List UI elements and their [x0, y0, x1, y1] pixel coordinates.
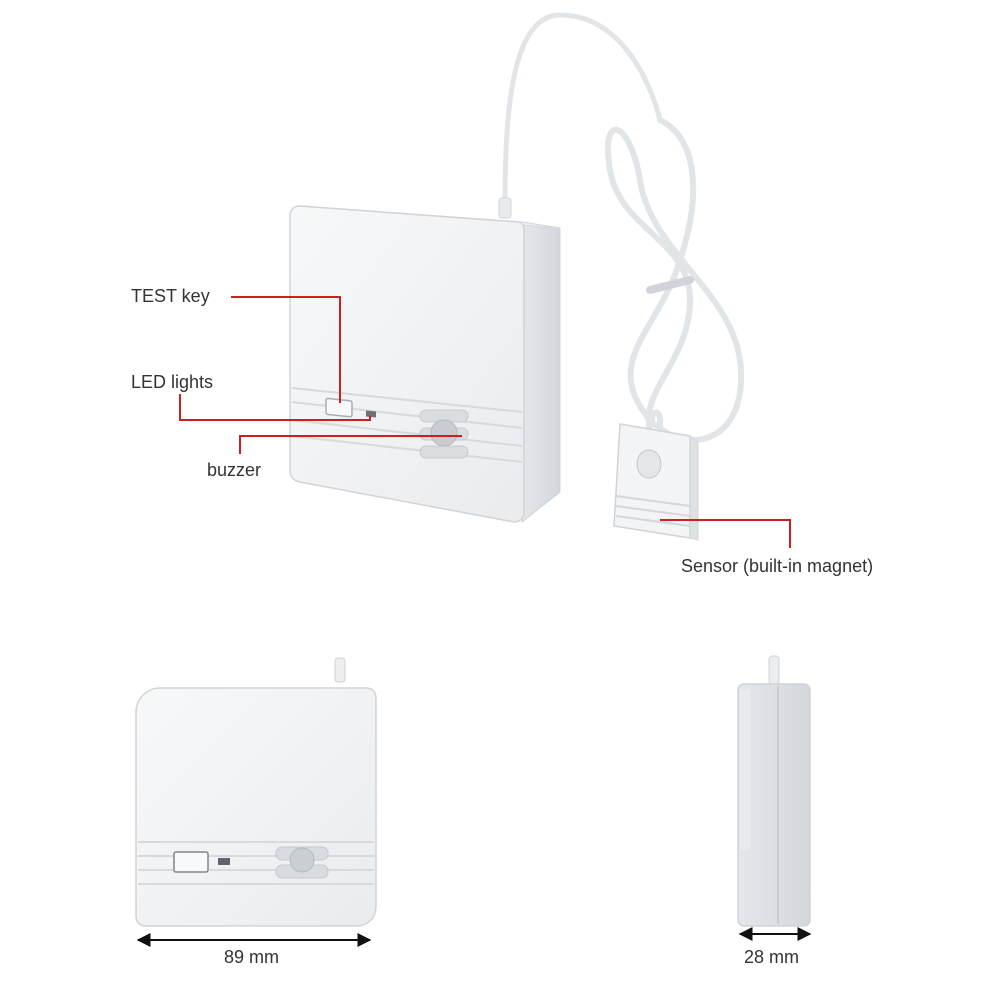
detector-side-view [737, 655, 811, 927]
sensor-cable [502, 12, 663, 208]
led-lights-label: LED lights [131, 372, 214, 392]
water-sensor-probe [613, 409, 699, 541]
led-indicator [366, 410, 376, 418]
callout-line-buzzer [239, 435, 462, 454]
buzzer-hole [430, 419, 458, 447]
test-key-label: TEST key [131, 286, 210, 306]
sensor-label: Sensor (built-in magnet) [681, 556, 874, 576]
callout-line-test-key [231, 296, 341, 403]
detector-front-view [135, 657, 377, 927]
width-dimension-label: 89 mm [224, 947, 280, 967]
callout-line-led [179, 394, 371, 421]
cable-coil [605, 117, 745, 443]
callout-lines [179, 296, 791, 548]
detector-main-unit [289, 12, 745, 524]
depth-dimension-label: 28 mm [744, 947, 800, 967]
led-indicator-front [218, 858, 230, 865]
test-key-button-front [173, 851, 209, 873]
buzzer-label: buzzer [207, 460, 262, 480]
callout-line-sensor [660, 519, 791, 548]
